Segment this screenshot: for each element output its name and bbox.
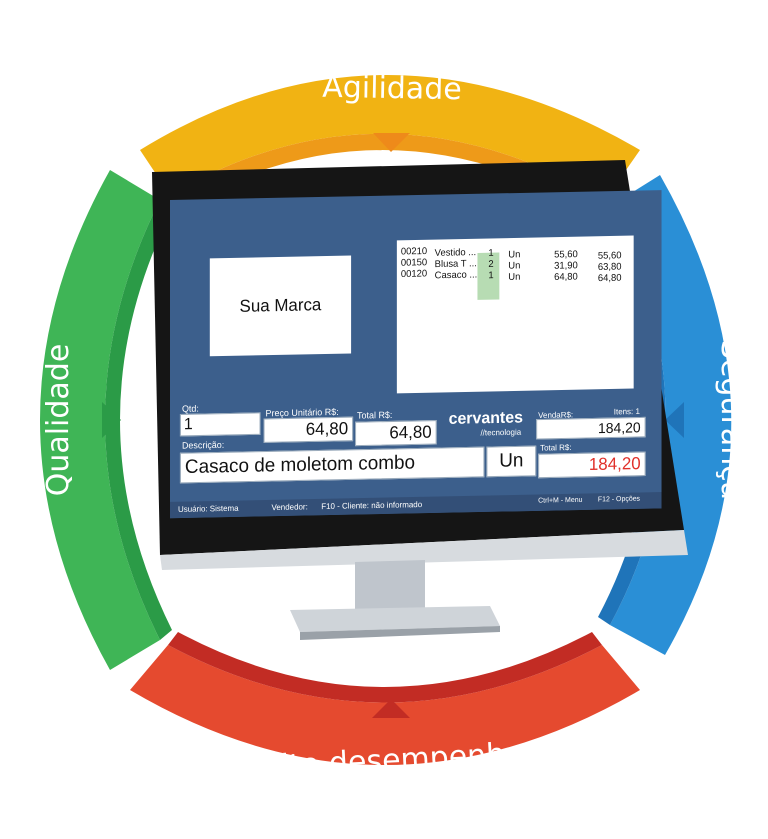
desc-label: Descrição: [181, 439, 225, 451]
item-code: 00120 [400, 268, 428, 281]
item-price: 31,90 [554, 260, 578, 272]
item-desc: Vestido ... [434, 246, 477, 259]
item-unit: Un [508, 259, 521, 272]
arc-agilidade-inner [170, 133, 605, 212]
monitor-stand-base [290, 606, 500, 632]
itens-label: Itens: 1 [613, 406, 640, 417]
monitor-chin [160, 530, 688, 570]
item-total: 64,80 [597, 272, 622, 284]
item-desc: Blusa T ... [434, 257, 477, 270]
status-menu[interactable]: Ctrl+M - Menu [538, 496, 583, 505]
status-seller[interactable]: Vendedor: [271, 502, 308, 513]
unit-field[interactable]: Un [486, 445, 537, 478]
cervantes-logo-sub: //tecnologia [480, 427, 522, 438]
description-field[interactable]: Casaco de moletom combo [179, 446, 485, 484]
item-desc: Casaco ... [434, 268, 478, 281]
label-qualidade: Qualidade [41, 344, 76, 497]
venda-field[interactable]: 184,20 [536, 416, 646, 440]
monitor-stand-neck [355, 560, 425, 612]
arrow-right-icon [665, 402, 684, 438]
qtd-field[interactable]: 1 [179, 412, 261, 437]
arc-qualidade-inner [105, 200, 172, 640]
arrow-bottom-icon [372, 699, 410, 718]
status-options[interactable]: F12 - Opções [597, 495, 641, 504]
total2-label: Total R$: [540, 442, 572, 453]
cervantes-logo: cervantes [448, 409, 523, 428]
arrow-top-icon [373, 133, 410, 152]
item-qty: 2 [488, 258, 494, 271]
item-unit: Un [508, 270, 521, 283]
item-code: 00150 [400, 257, 428, 269]
item-code: 00210 [400, 245, 428, 258]
item-price: 55,60 [554, 248, 578, 261]
arc-agilidade [140, 75, 640, 200]
qtd-label: Qtd: [181, 403, 199, 414]
label-seguranca: Segurança [714, 340, 749, 500]
grand-total-field[interactable]: 184,20 [538, 451, 646, 479]
arrow-left-icon [102, 402, 121, 438]
monitor-stand-base-edge [300, 626, 500, 640]
brand-placeholder: Sua Marca [209, 255, 352, 357]
item-qty: 1 [488, 269, 494, 282]
label-agilidade: Agilidade [322, 70, 462, 107]
arc-desempenho-inner [168, 632, 602, 703]
unit-price-field[interactable]: 64,80 [263, 416, 354, 443]
item-unit: Un [508, 248, 521, 261]
item-total: 63,80 [597, 260, 622, 273]
arc-qualidade [40, 170, 160, 670]
item-qty: 1 [488, 247, 494, 259]
item-price: 64,80 [554, 271, 578, 284]
total-field[interactable]: 64,80 [355, 420, 437, 447]
total-label: Total R$: [357, 409, 393, 421]
status-client[interactable]: F10 - Cliente: não informado [321, 499, 423, 512]
status-user: Usuário: Sistema [177, 503, 239, 514]
item-total: 55,60 [597, 249, 622, 262]
